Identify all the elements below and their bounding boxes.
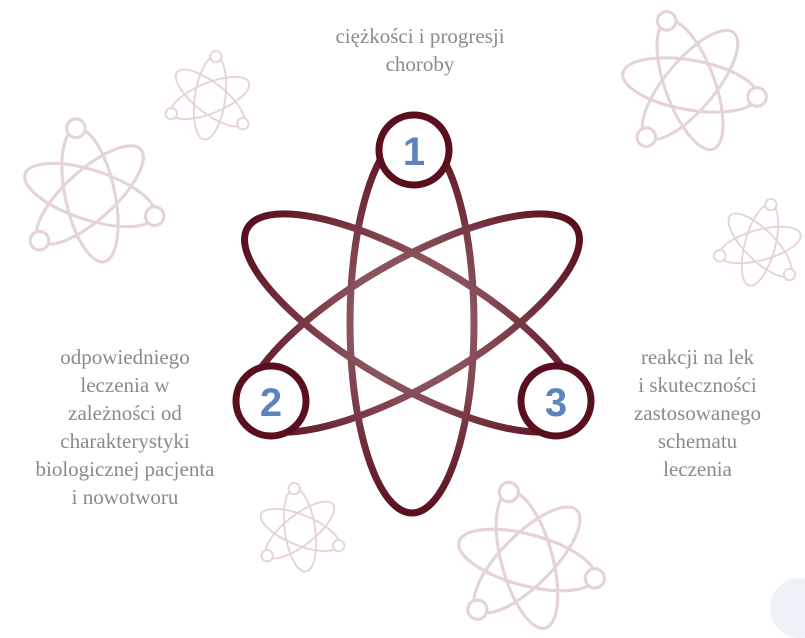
label-line: zastosowanego	[590, 399, 805, 427]
corner-decoration	[770, 578, 805, 638]
atom-icon	[596, 0, 780, 174]
label-line: schematu	[590, 427, 805, 455]
label-line: i nowotworu	[0, 483, 250, 511]
orbit-vertical	[350, 133, 474, 513]
node-3-label: reakcji na lek i skuteczności zastosowan…	[590, 343, 805, 483]
label-line: reakcji na lek	[590, 343, 805, 371]
node-number-1: 1	[403, 130, 425, 174]
label-line: charakterystyki	[0, 427, 250, 455]
background-atoms	[4, 0, 805, 638]
label-line: odpowiedniego	[0, 343, 250, 371]
node-number-2: 2	[260, 381, 282, 425]
atom-icon	[161, 45, 260, 146]
label-line: i skuteczności	[590, 371, 805, 399]
atom-icon	[707, 188, 805, 297]
atom-icon	[435, 464, 616, 638]
label-line: zależności od	[0, 399, 250, 427]
atom-icon	[250, 477, 349, 578]
node-1: 1	[379, 115, 449, 185]
node-number-3: 3	[545, 381, 567, 425]
label-line: choroby	[300, 50, 540, 78]
node-1-label: ciężkości i progresji choroby	[300, 22, 540, 78]
label-line: ciężkości i progresji	[300, 22, 540, 50]
atom-icon	[4, 104, 174, 276]
node-3: 3	[521, 366, 591, 436]
label-line: biologicznej pacjenta	[0, 455, 250, 483]
label-line: leczenia w	[0, 371, 250, 399]
node-2-label: odpowiedniego leczenia w zależności od c…	[0, 343, 250, 511]
label-line: leczenia	[590, 455, 805, 483]
main-atom	[216, 133, 607, 513]
